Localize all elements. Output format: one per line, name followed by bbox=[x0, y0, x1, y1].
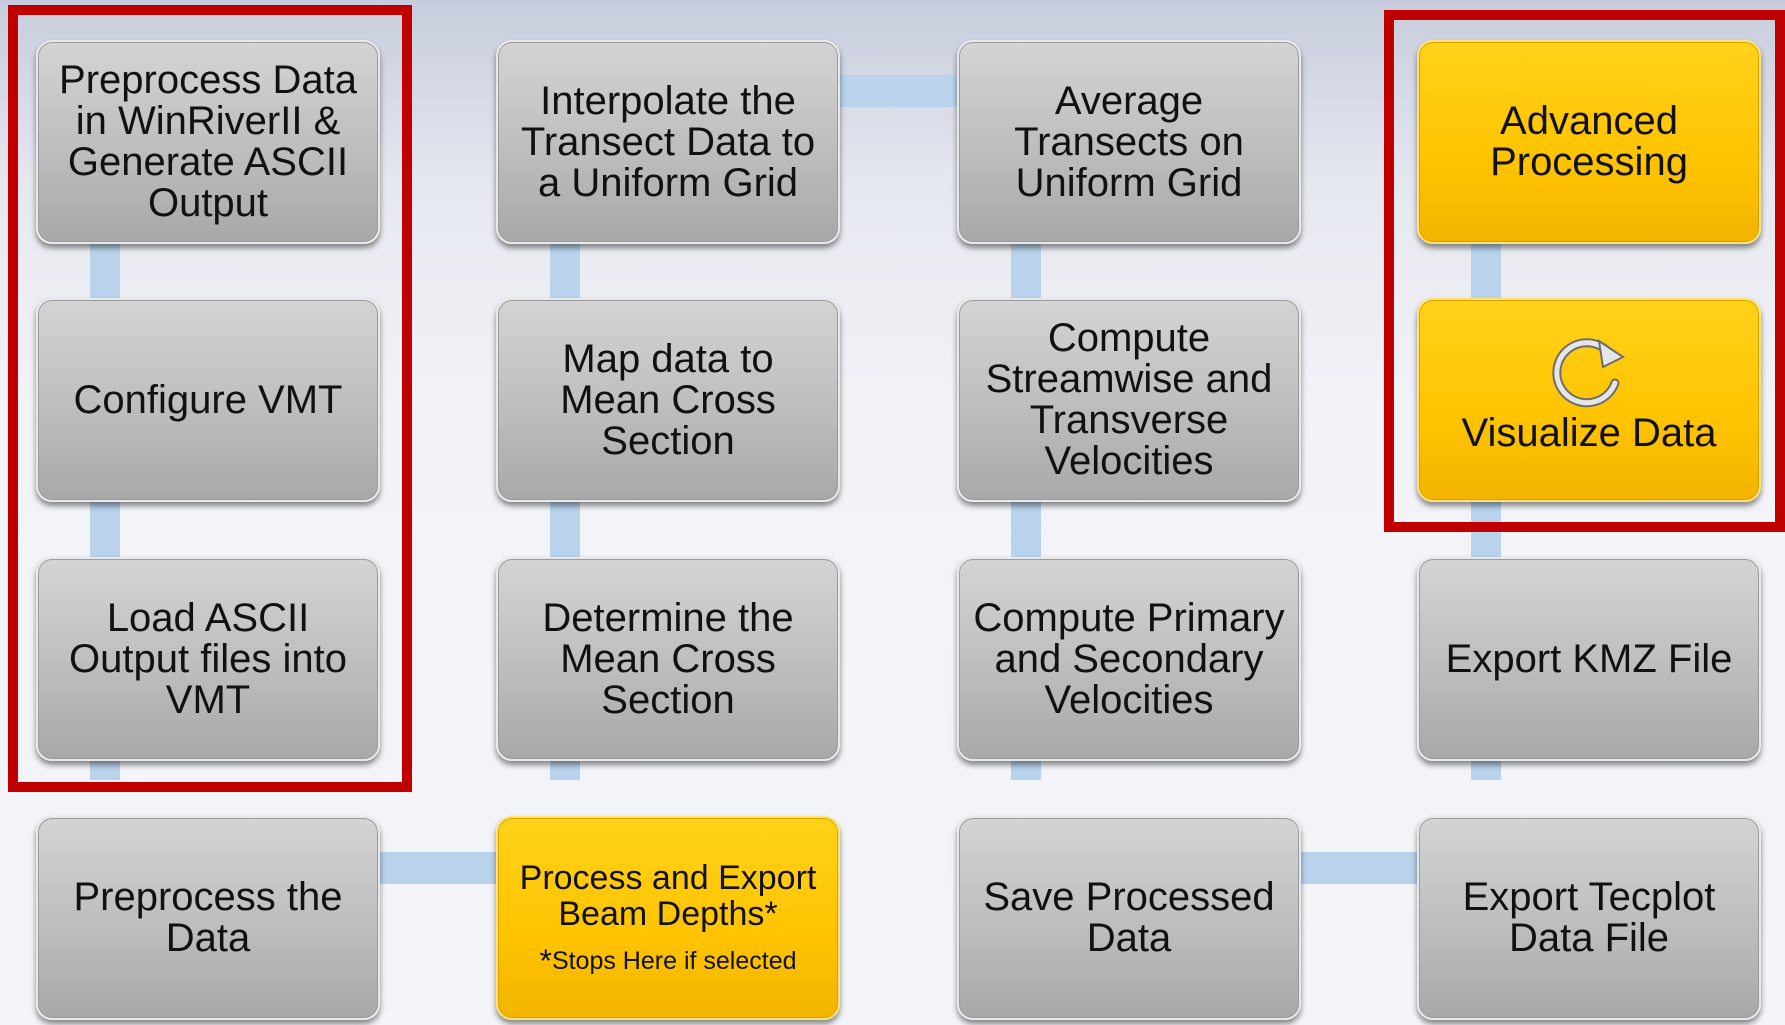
step-load-ascii[interactable]: Load ASCII Output files into VMT bbox=[36, 557, 380, 761]
step-preprocess-winriver[interactable]: Preprocess Data in WinRiverII & Generate… bbox=[36, 40, 380, 244]
step-interpolate-transect[interactable]: Interpolate the Transect Data to a Unifo… bbox=[496, 40, 840, 244]
step-label: Average Transects on Uniform Grid bbox=[1014, 78, 1244, 205]
footnote-star: * bbox=[539, 943, 552, 979]
step-determine-mean[interactable]: Determine the Mean Cross Section bbox=[496, 557, 840, 761]
step-label: Compute Streamwise and Transverse Veloci… bbox=[985, 316, 1273, 483]
step-label: Export Tecplot Data File bbox=[1462, 875, 1716, 960]
step-label: Compute Primary and Secondary Velocities bbox=[973, 595, 1285, 722]
step-label: Visualize Data bbox=[1461, 410, 1717, 455]
step-map-data[interactable]: Map data to Mean Cross Section bbox=[496, 298, 840, 502]
step-export-kmz[interactable]: Export KMZ File bbox=[1417, 557, 1761, 761]
step-label: Configure VMT bbox=[73, 377, 343, 422]
highlight-frame-right bbox=[1384, 10, 1785, 532]
step-preprocess-the-data[interactable]: Preprocess the Data bbox=[36, 816, 380, 1020]
connector bbox=[360, 852, 510, 884]
step-label: Export KMZ File bbox=[1445, 636, 1733, 681]
step-label: Interpolate the Transect Data to a Unifo… bbox=[520, 78, 816, 205]
step-compute-streamwise[interactable]: Compute Streamwise and Transverse Veloci… bbox=[957, 298, 1301, 502]
step-label: Preprocess the Data bbox=[73, 875, 343, 960]
step-compute-primary[interactable]: Compute Primary and Secondary Velocities bbox=[957, 557, 1301, 761]
step-save-processed[interactable]: Save Processed Data bbox=[957, 816, 1301, 1020]
stops-note-text: Stops Here if selected bbox=[551, 947, 797, 975]
step-export-tecplot[interactable]: Export Tecplot Data File bbox=[1417, 816, 1761, 1020]
connector bbox=[820, 75, 970, 107]
step-label: Determine the Mean Cross Section bbox=[542, 595, 794, 722]
step-label: Preprocess Data in WinRiverII & Generate… bbox=[59, 58, 357, 225]
refresh-icon bbox=[1552, 337, 1625, 407]
step-configure-vmt[interactable]: Configure VMT bbox=[36, 298, 380, 502]
step-label: Advanced Processing bbox=[1490, 99, 1688, 184]
step-label: Save Processed Data bbox=[983, 875, 1275, 960]
highlight-frame-left bbox=[8, 5, 412, 792]
step-average-transects[interactable]: Average Transects on Uniform Grid bbox=[957, 40, 1301, 244]
step-advanced-processing[interactable]: Advanced Processing bbox=[1417, 40, 1761, 244]
stops-note: *Stops Here if selected bbox=[539, 943, 797, 979]
step-process-export-beam[interactable]: Process and Export Beam Depths* *Stops H… bbox=[496, 816, 840, 1020]
step-label: Process and Export Beam Depths* bbox=[519, 859, 817, 933]
step-label: Load ASCII Output files into VMT bbox=[69, 595, 347, 722]
connector bbox=[1280, 852, 1430, 884]
step-label: Map data to Mean Cross Section bbox=[560, 336, 776, 463]
step-visualize-data[interactable]: Visualize Data bbox=[1417, 298, 1761, 502]
